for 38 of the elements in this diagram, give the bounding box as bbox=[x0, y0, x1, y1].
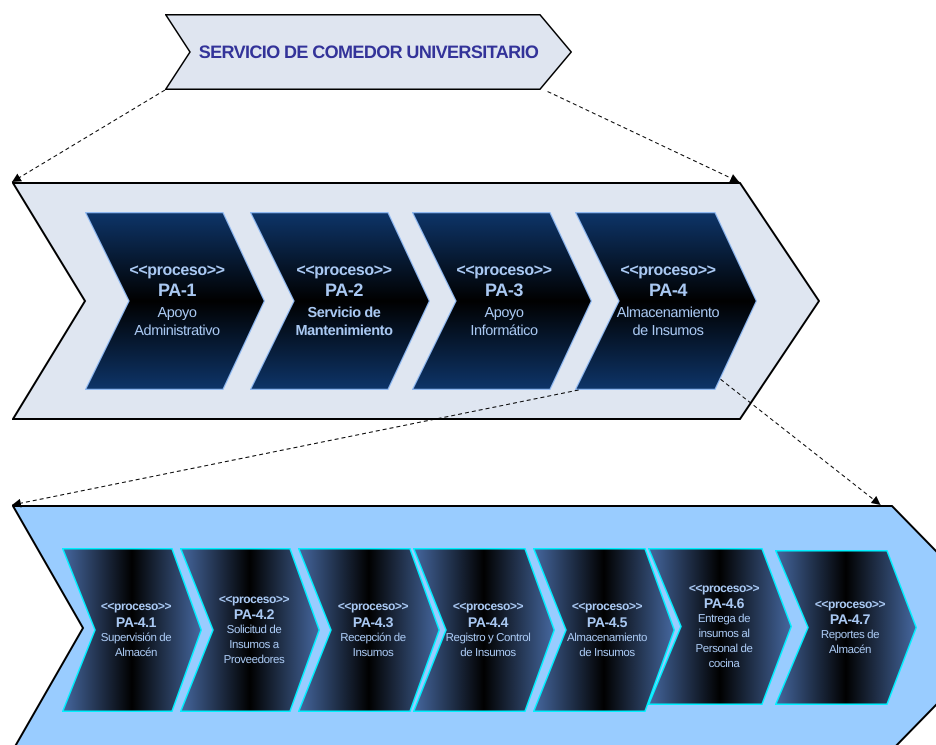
process-code: PA-4.5 bbox=[586, 614, 628, 631]
stereotype-label: <<proceso>> bbox=[100, 599, 172, 614]
title-text: SERVICIO DE COMEDOR UNIVERSITARIO bbox=[198, 42, 538, 62]
stereotype-label: <<proceso>> bbox=[456, 260, 552, 280]
stereotype-label: <<proceso>> bbox=[620, 260, 716, 280]
process-name: Servicio de Mantenimiento bbox=[294, 304, 394, 342]
process-name: Registro y Control de Insumos bbox=[445, 630, 531, 661]
process-code: PA-4 bbox=[648, 280, 688, 302]
process-name: Reportes de Almacén bbox=[820, 628, 880, 658]
process-code: PA-4.2 bbox=[234, 606, 274, 624]
dashed-arrow bbox=[12, 90, 166, 182]
stereotype-label: <<proceso>> bbox=[814, 596, 886, 612]
process-name: Supervisión de Almacén bbox=[100, 630, 172, 661]
stereotype-label: <<proceso>> bbox=[572, 599, 642, 614]
dashed-arrow bbox=[547, 91, 740, 182]
stereotype-label: <<proceso>> bbox=[452, 599, 524, 614]
dashed-arrow bbox=[12, 390, 580, 508]
process-code: PA-3 bbox=[484, 280, 524, 302]
process-name: Entrega de insumos al Personal de cocina bbox=[694, 612, 754, 672]
process-name: Apoyo Informático bbox=[469, 304, 539, 342]
stereotype-label: <<proceso>> bbox=[129, 260, 225, 280]
process-code: PA-1 bbox=[158, 280, 196, 302]
dashed-arrow bbox=[720, 378, 882, 506]
process-name: Apoyo Administrativo bbox=[133, 304, 221, 342]
process-code: PA-4.1 bbox=[116, 614, 156, 631]
process-name: Almacenamiento de Insumos bbox=[616, 304, 720, 342]
stereotype-label: <<proceso>> bbox=[688, 581, 760, 596]
process-code: PA-4.3 bbox=[352, 614, 394, 631]
process-name: Almacenamiento de Insumos bbox=[566, 630, 648, 661]
stereotype-label: <<proceso>> bbox=[338, 599, 408, 614]
process-code: PA-4.4 bbox=[468, 614, 508, 631]
process-name: Solicitud de Insumos a Proveedores bbox=[222, 623, 286, 668]
process-code: PA-4.6 bbox=[704, 595, 744, 612]
process-code: PA-4.7 bbox=[830, 611, 870, 628]
stereotype-label: <<proceso>> bbox=[218, 592, 290, 606]
process-name: Recepción de Insumos bbox=[339, 630, 407, 661]
stereotype-label: <<proceso>> bbox=[296, 260, 392, 280]
process-code: PA-2 bbox=[324, 280, 364, 302]
